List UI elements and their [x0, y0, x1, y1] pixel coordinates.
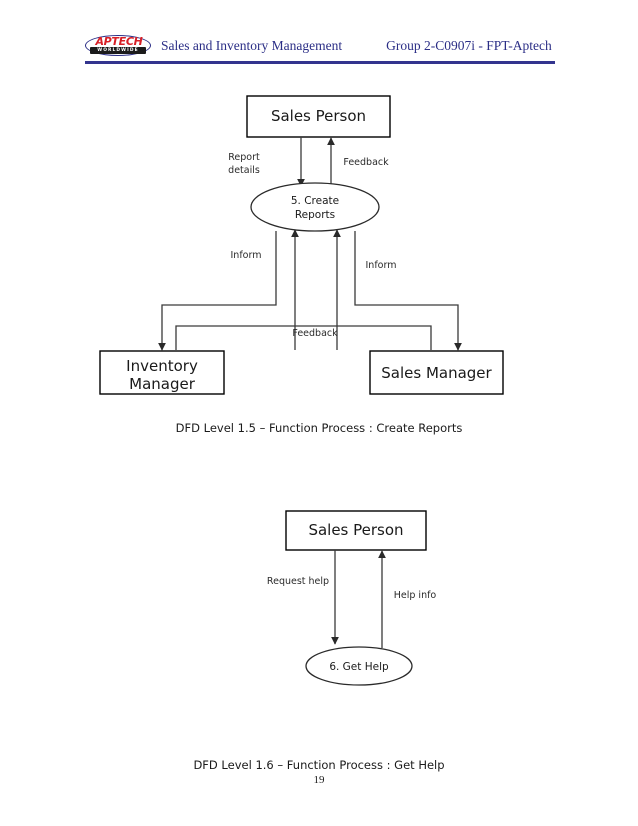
flow-inform-left-label: Inform — [231, 250, 262, 261]
entity-sales-manager-label: Sales Manager — [381, 364, 492, 382]
flow-report-details-label-line2: details — [228, 165, 260, 176]
process-create-reports: 5. Create Reports — [250, 182, 380, 232]
entity-sales-manager-box — [369, 350, 504, 395]
process-get-help: 6. Get Help — [305, 646, 413, 686]
process-create-reports-label-line2: Reports — [295, 209, 335, 221]
header-divider — [85, 61, 555, 64]
dfd-diagram-create-reports: Sales Person Report details Feedback 5. … — [99, 95, 504, 395]
header-row: APTECH WORLDWIDE Sales and Inventory Man… — [85, 33, 555, 59]
caption-diagram-get-help: DFD Level 1.6 – Function Process : Get H… — [193, 758, 445, 772]
flow-process-to-sales-manager — [354, 231, 462, 351]
logo-band-worldwide: WORLDWIDE — [90, 47, 146, 54]
entity-sales-person-2-box — [285, 510, 427, 551]
entity-inventory-manager-box — [99, 350, 225, 395]
page-number: 19 — [313, 774, 325, 786]
flow-request-help-label: Request help — [267, 576, 329, 587]
page-header: APTECH WORLDWIDE Sales and Inventory Man… — [0, 0, 638, 70]
logo-wordmark: APTECH — [95, 34, 143, 48]
entity-sales-person: Sales Person — [246, 95, 391, 138]
entity-sales-manager: Sales Manager — [369, 350, 504, 395]
entity-inventory-manager-label-line2: Manager — [129, 375, 196, 393]
entity-sales-person-2: Sales Person — [285, 510, 427, 551]
aptech-logo: APTECH WORLDWIDE — [85, 34, 153, 58]
flow-process-to-inventory-manager — [158, 231, 277, 351]
caption-diagram-create-reports: DFD Level 1.5 – Function Process : Creat… — [175, 421, 463, 435]
process-get-help-ellipse — [305, 646, 413, 686]
process-create-reports-label-line1: 5. Create — [291, 195, 339, 207]
flow-feedback-top-label: Feedback — [343, 157, 389, 168]
entity-inventory-manager-label-line1: Inventory — [126, 357, 198, 375]
entity-inventory-manager: Inventory Manager — [99, 350, 225, 395]
flow-feedback-bottom-bus — [175, 325, 432, 350]
flow-report-details-label-line1: Report — [228, 152, 260, 163]
process-create-reports-ellipse — [250, 182, 380, 232]
entity-sales-person-label: Sales Person — [271, 107, 366, 125]
dfd-diagram-get-help: Sales Person Request help Help info 6. G… — [267, 510, 437, 686]
flow-feedback-bottom-label: Feedback — [292, 328, 338, 339]
entity-sales-person-2-label: Sales Person — [308, 521, 403, 539]
header-group-label: Group 2-C0907i - FPT-Aptech — [386, 38, 552, 53]
entity-sales-person-box — [246, 95, 391, 138]
flow-inform-right-label: Inform — [366, 260, 397, 271]
process-get-help-label: 6. Get Help — [329, 661, 389, 673]
header-document-title: Sales and Inventory Management — [161, 38, 343, 53]
flow-help-info-label: Help info — [394, 590, 437, 601]
